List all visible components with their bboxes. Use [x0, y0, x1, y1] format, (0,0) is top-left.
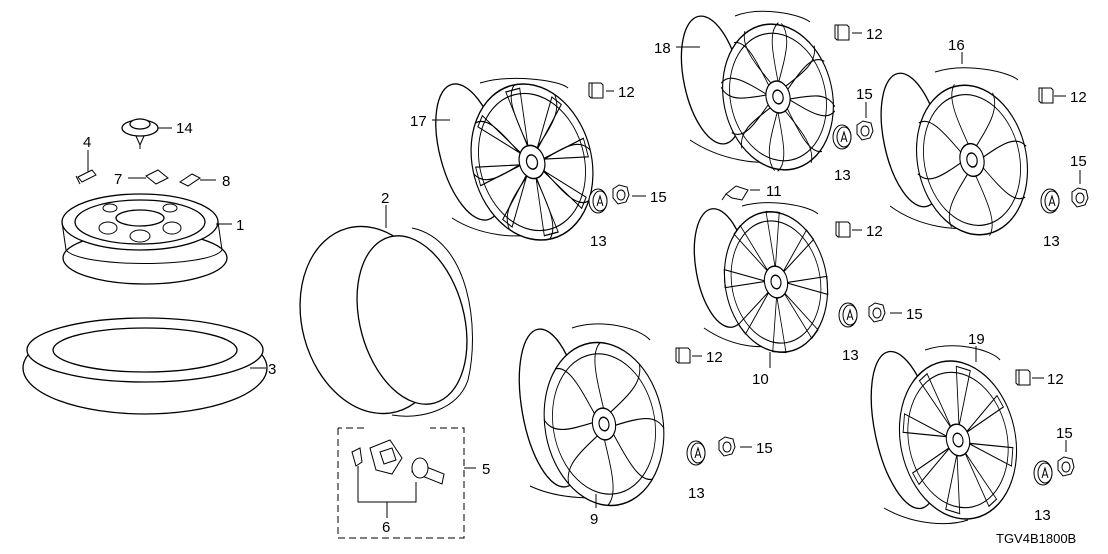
callout-8: 8: [222, 173, 230, 190]
callout-3: 3: [268, 361, 276, 378]
weight-clip-b: [179, 173, 201, 187]
tire: [299, 225, 473, 417]
callout-14: 14: [176, 120, 193, 137]
wheel-10: [693, 202, 832, 357]
tpms-sensor-kit: [337, 427, 465, 539]
callout-13-e: 13: [688, 485, 705, 502]
wheel-9: [518, 322, 675, 526]
callout-13-f: 13: [1034, 507, 1051, 524]
callout-15-d: 15: [906, 306, 923, 323]
callout-12-b: 12: [866, 26, 883, 43]
callout-13-b: 13: [834, 167, 851, 184]
callout-12-c: 12: [1070, 89, 1087, 106]
callout-15-e: 15: [756, 440, 773, 457]
spare-tire: [22, 317, 268, 415]
callout-15-a: 15: [650, 189, 667, 206]
callout-9: 9: [590, 511, 598, 528]
callout-7: 7: [114, 171, 122, 188]
callout-13-a: 13: [590, 233, 607, 250]
callout-15-b: 15: [856, 86, 873, 103]
callout-17: 17: [410, 113, 427, 130]
callout-18: 18: [654, 40, 671, 57]
callout-4: 4: [83, 134, 91, 151]
balance-weight-11: [721, 185, 749, 201]
wheel-16: [880, 67, 1029, 244]
callout-1: 1: [236, 217, 244, 234]
diagram-code: TGV4B1800B: [996, 531, 1076, 546]
leader-lines: [87, 32, 1081, 518]
wheel-17: [435, 75, 606, 249]
wheel-19: [870, 345, 1019, 529]
spare-wheel: [61, 193, 228, 285]
callout-6: 6: [382, 519, 390, 536]
callout-5: 5: [482, 461, 490, 478]
callout-10: 10: [752, 371, 769, 388]
valve-stem: [75, 169, 97, 185]
callout-11: 11: [766, 183, 782, 200]
callout-16: 16: [948, 37, 965, 54]
callout-12-a: 12: [618, 84, 635, 101]
callout-15-f: 15: [1056, 425, 1073, 442]
callout-12-f: 12: [1047, 371, 1064, 388]
valve-cap: [121, 118, 159, 149]
callout-2: 2: [381, 190, 389, 207]
weight-clip-a: [145, 169, 169, 185]
callout-13-d: 13: [842, 347, 859, 364]
callout-12-d: 12: [866, 223, 883, 240]
callout-12-e: 12: [706, 349, 723, 366]
callout-15-c: 15: [1070, 153, 1087, 170]
callout-19: 19: [968, 331, 985, 348]
callout-13-c: 13: [1043, 233, 1060, 250]
wheel-18: [680, 1, 848, 193]
